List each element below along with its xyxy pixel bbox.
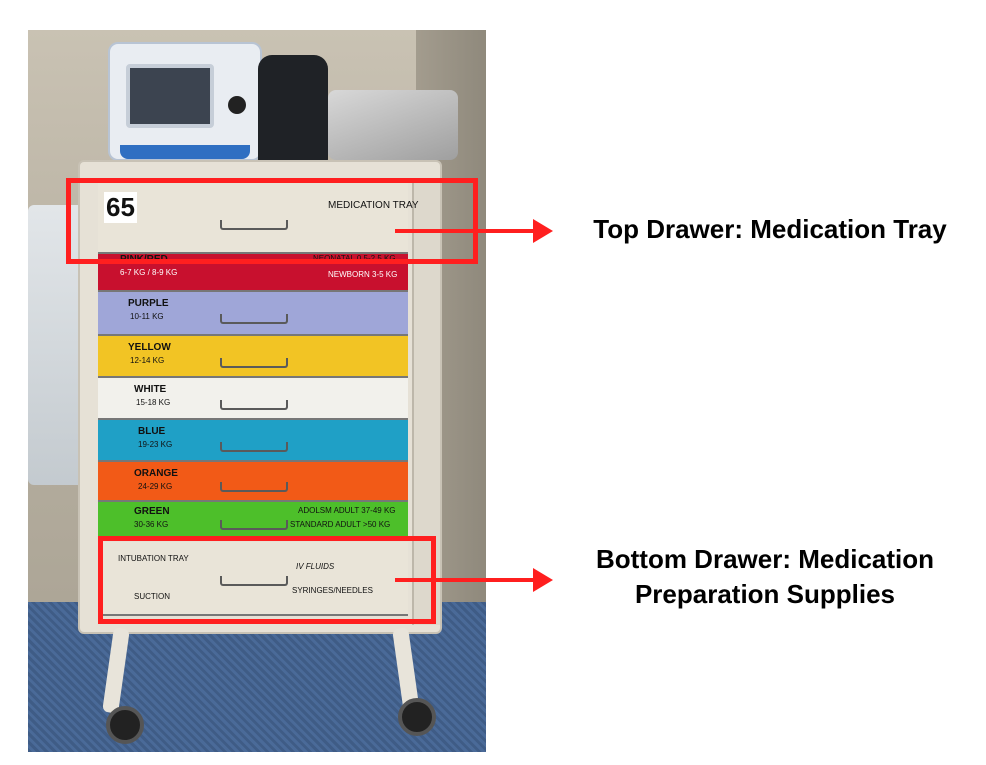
drawer-weight: 15-18 KG (136, 398, 171, 407)
callout-bottom-line2: Preparation Supplies (634, 579, 896, 610)
drawer-label: BLUE (138, 426, 166, 437)
drawer-label: WHITE (134, 384, 167, 395)
cart-wheel (398, 698, 436, 736)
drawer-handle (220, 442, 288, 452)
bottom-left-2: SUCTION (134, 592, 170, 601)
drawer-handle (220, 314, 288, 324)
drawer-handle (220, 482, 288, 492)
black-bag (258, 55, 328, 165)
drawer-right-label: NEONATAL 0.5-2.5 KG (313, 254, 396, 263)
arrow-bottom-head (533, 568, 553, 592)
drawer-weight: 30-36 KG (134, 520, 169, 529)
callout-bottom-line1: Bottom Drawer: Medication (595, 544, 935, 574)
highlight-top-drawer (66, 178, 478, 264)
drawer-white: WHITE 15-18 KG (98, 378, 408, 420)
drawer-handle (220, 576, 288, 586)
drawer-blue: BLUE 19-23 KG (98, 420, 408, 462)
crash-cart-photo: 65 MEDICATION TRAY PINK/RED 6-7 KG / 8-9… (28, 30, 486, 752)
drawer-handle (220, 400, 288, 410)
defibrillator-screen (126, 64, 214, 128)
drawer-label: GREEN (134, 506, 170, 517)
bottom-left-1: INTUBATION TRAY (118, 554, 189, 563)
cart-wheel (106, 706, 144, 744)
drawer-weight: 10-11 KG (130, 312, 164, 321)
drawer-handle (220, 358, 288, 368)
drawer-handle (220, 520, 288, 530)
top-drawer-label: MEDICATION TRAY (328, 200, 419, 211)
defibrillator-knob (228, 96, 246, 114)
defibrillator-base (120, 145, 250, 159)
arrow-bottom-line (395, 578, 535, 582)
drawer-purple: PURPLE 10-11 KG (98, 292, 408, 336)
drawer-label: YELLOW (128, 342, 171, 353)
drawer-handle (220, 220, 288, 230)
drawer-weight: 24-29 KG (138, 482, 173, 491)
drawer-label: PURPLE (128, 298, 169, 309)
drawer-right-label: ADOLSM ADULT 37-49 KG (298, 506, 396, 515)
cart-leg (102, 627, 130, 714)
supply-bags (328, 90, 458, 160)
arrow-top-line (395, 229, 535, 233)
callout-top: Top Drawer: Medication Tray (593, 214, 947, 244)
highlight-bottom-drawer (98, 536, 436, 624)
drawer-label: ORANGE (134, 468, 178, 479)
cart-number: 65 (104, 192, 137, 223)
drawer-top: 65 MEDICATION TRAY (98, 180, 419, 254)
drawer-right-label-2: STANDARD ADULT >50 KG (290, 520, 391, 529)
callout-bottom: Bottom Drawer: Medication Preparation Su… (560, 542, 970, 612)
bottom-right-1: IV FLUIDS (296, 562, 335, 571)
drawer-weight: 6-7 KG / 8-9 KG (120, 268, 178, 277)
arrow-top-head (533, 219, 553, 243)
bottom-right-2: SYRINGES/NEEDLES (292, 586, 373, 595)
drawer-bottom: INTUBATION TRAY SUCTION IV FLUIDS SYRING… (98, 542, 408, 616)
drawer-orange: ORANGE 24-29 KG (98, 462, 408, 502)
drawer-green: GREEN 30-36 KG ADOLSM ADULT 37-49 KG STA… (98, 502, 408, 540)
defibrillator (108, 42, 262, 161)
drawer-weight: 12-14 KG (130, 356, 165, 365)
crash-cart: 65 MEDICATION TRAY PINK/RED 6-7 KG / 8-9… (78, 160, 442, 634)
drawer-weight: 19-23 KG (138, 440, 173, 449)
drawer-yellow: YELLOW 12-14 KG (98, 336, 408, 378)
cart-base (68, 627, 458, 744)
drawer-right-label-2: NEWBORN 3-5 KG (328, 270, 398, 279)
